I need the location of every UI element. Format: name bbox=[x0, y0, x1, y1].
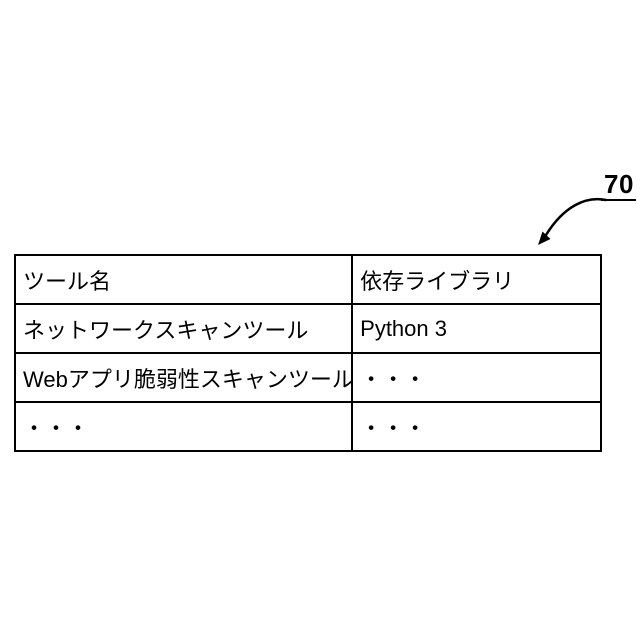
cell-tool-name: Webアプリ脆弱性スキャンツール bbox=[13, 352, 354, 403]
column-header-dependency-library: 依存ライブラリ bbox=[351, 254, 602, 305]
cell-tool-name: ・・・ bbox=[13, 401, 354, 452]
cell-dependency: ・・・ bbox=[351, 352, 602, 403]
table-header-row: ツール名 依存ライブラリ bbox=[13, 254, 602, 305]
reference-arrow-shaft bbox=[544, 197, 608, 237]
cell-tool-name: ネットワークスキャンツール bbox=[13, 303, 354, 354]
table-row-ellipsis: ・・・ ・・・ bbox=[13, 401, 602, 452]
cell-dependency: Python 3 bbox=[351, 303, 602, 354]
tool-dependency-table: ツール名 依存ライブラリ ネットワークスキャンツール Python 3 Webア… bbox=[13, 254, 602, 452]
table-row-network-scan-tool: ネットワークスキャンツール Python 3 bbox=[13, 303, 602, 354]
reference-label-70: 70 bbox=[601, 170, 636, 202]
cell-dependency: ・・・ bbox=[351, 401, 602, 452]
table-row-web-app-scan-tool: Webアプリ脆弱性スキャンツール ・・・ bbox=[13, 352, 602, 403]
column-header-tool-name: ツール名 bbox=[13, 254, 354, 305]
reference-arrowhead-icon bbox=[538, 231, 551, 245]
